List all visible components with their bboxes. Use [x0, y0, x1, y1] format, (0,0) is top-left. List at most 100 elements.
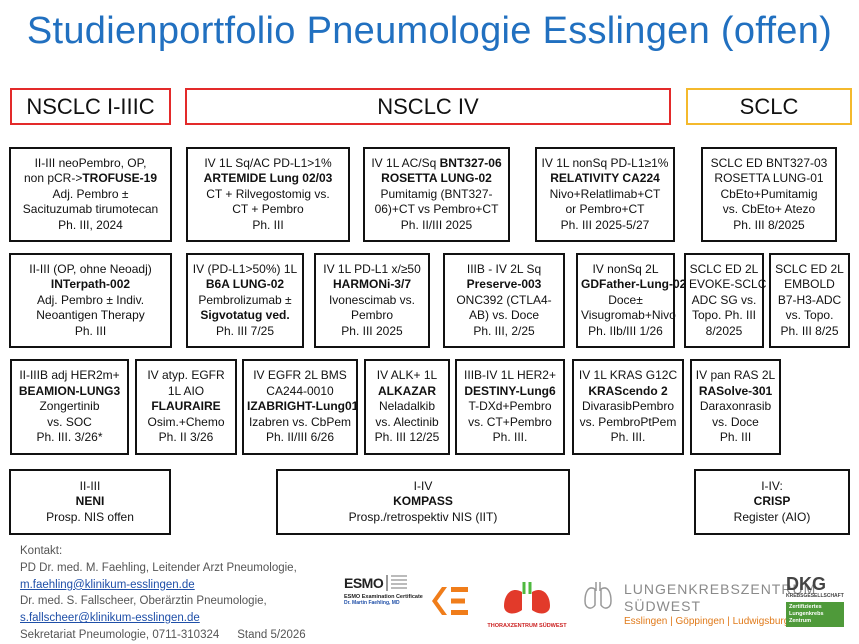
study-line: ROSETTA LUNG-01: [714, 171, 824, 186]
study-line: Ph. III: [74, 323, 107, 338]
header-nsclc-iv: NSCLC IV: [185, 88, 671, 125]
stand-date: Stand 5/2026: [237, 628, 306, 641]
study-line: Doce±: [608, 292, 643, 307]
study-line: CT + Pembro: [232, 202, 304, 217]
klinikum-esslingen-logo: [428, 581, 472, 621]
study-line: Nivo+Relatlimab+CT: [549, 186, 661, 201]
study-line: Sigvotatug ved.: [200, 308, 290, 323]
study-line: AB) vs. Doce: [468, 308, 540, 323]
study-line: II-III neoPembro, OP,: [34, 155, 147, 170]
study-line: ARTEMIDE Lung 02/03: [203, 171, 333, 186]
study-line: Ph. III 2025-5/27: [560, 217, 650, 232]
study-line: RELATIVITY CA224: [550, 171, 660, 186]
study-line: Ph. III 2025: [341, 323, 403, 338]
study-line: IV ALK+ 1L: [376, 368, 438, 383]
study-line: IV atyp. EGFR: [147, 368, 225, 383]
study-line: Zongertinib: [39, 399, 100, 414]
study-line: Ph. III.: [492, 430, 528, 445]
study-line: IV 1L Sq/AC PD-L1>1%: [204, 155, 332, 170]
study-line: vs. SOC: [47, 414, 92, 429]
contact-person-1: PD Dr. med. M. Faehling, Leitender Arzt …: [20, 561, 297, 574]
contact-block: Kontakt: PD Dr. med. M. Faehling, Leiten…: [20, 543, 306, 644]
study-line: Osim.+Chemo: [147, 414, 225, 429]
contact-person-2: Dr. med. S. Fallscheer, Oberärztin Pneum…: [20, 595, 267, 608]
study-line: Ph. III, 2/25: [473, 323, 535, 338]
study-line: II-III (OP, ohne Neoadj): [29, 261, 152, 276]
study-line: KRAScendo 2: [588, 383, 668, 398]
study-line: SCLC ED 2L: [775, 261, 844, 276]
study-line: Pembro: [350, 308, 394, 323]
study-line: vs. CT+Pembro: [468, 414, 552, 429]
study-line: Ph. III.: [610, 430, 646, 445]
study-line: IV pan RAS 2L: [695, 368, 776, 383]
study-line: IZABRIGHT-Lung01: [247, 399, 359, 414]
study-line: IV 1L AC/Sq BNT327-06: [371, 155, 502, 170]
study-line: Ph. III 8/2025: [733, 217, 805, 232]
study-line: Ph. II/III 6/26: [265, 430, 335, 445]
study-line: GDFather-Lung-02: [581, 277, 687, 292]
study-line: vs. CbEto+ Atezo: [722, 202, 816, 217]
study-line: vs. Doce: [712, 414, 759, 429]
study-line: EMBOLD: [784, 277, 835, 292]
study-line: IV (PD-L1>50%) 1L: [192, 261, 298, 276]
study-line: Izabren vs. CbPem: [248, 414, 352, 429]
study-line: KOMPASS: [393, 494, 453, 509]
study-line: Ivonescimab vs.: [328, 292, 416, 307]
page-title: Studienportfolio Pneumologie Esslingen (…: [26, 10, 833, 52]
study-line: Neoantigen Therapy: [36, 308, 145, 323]
email-link-fallscheer[interactable]: s.fallscheer@klinikum-esslingen.de: [20, 612, 200, 625]
contact-label: Kontakt:: [20, 545, 63, 557]
study-line: ADC SG vs.: [691, 292, 757, 307]
study-line: ONC392 (CTLA4-: [456, 292, 552, 307]
lungenkrebszentrum-suedwest-logo: LUNGENKREBSZENTRUM SÜDWEST Esslingen | G…: [584, 577, 815, 629]
study-line: CA244-0010: [266, 383, 334, 398]
study-line: NENI: [75, 494, 105, 509]
header-nsclc-i-iiic: NSCLC I-IIIC: [10, 88, 171, 125]
study-line: Preserve-003: [466, 277, 542, 292]
contact-secretariat: Sekretariat Pneumologie, 0711-310324: [20, 628, 220, 641]
study-line: IV 1L KRAS G12C: [578, 368, 678, 383]
study-line: HARMONi-3/7: [332, 277, 411, 292]
study-line: vs. Topo.: [785, 308, 834, 323]
study-line: Topo. Ph. III: [691, 308, 757, 323]
study-line: non pCR->TROFUSE-19: [23, 171, 158, 186]
study-line: ALKAZAR: [378, 383, 436, 398]
study-line: Register (AIO): [733, 509, 811, 524]
study-line: Prosp. NIS offen: [46, 509, 134, 524]
study-line: Ph. IIb/III 1/26: [588, 323, 663, 338]
study-line: Ph. III 7/25: [215, 323, 275, 338]
study-line: II-IIIB adj HER2m+: [19, 368, 120, 383]
study-line: ROSETTA LUNG-02: [381, 171, 492, 186]
study-line: IV 1L nonSq PD-L1≥1%: [541, 155, 669, 170]
study-card-trofuse-19[interactable]: II-III neoPembro, OP,non pCR->TROFUSE-19…: [9, 147, 172, 242]
study-line: EVOKE-SCLC: [689, 277, 767, 292]
study-line: SCLC ED BNT327-03: [710, 155, 828, 170]
study-line: IIIB - IV 2L Sq: [466, 261, 542, 276]
lungs-icon: [504, 582, 550, 614]
study-line: Prosp./retrospektiv NIS (IIT): [348, 509, 498, 524]
email-link-faehling[interactable]: m.faehling@klinikum-esslingen.de: [20, 578, 195, 591]
study-line: 06)+CT vs Pembro+CT: [374, 202, 499, 217]
study-line: Daraxonrasib: [699, 399, 772, 414]
